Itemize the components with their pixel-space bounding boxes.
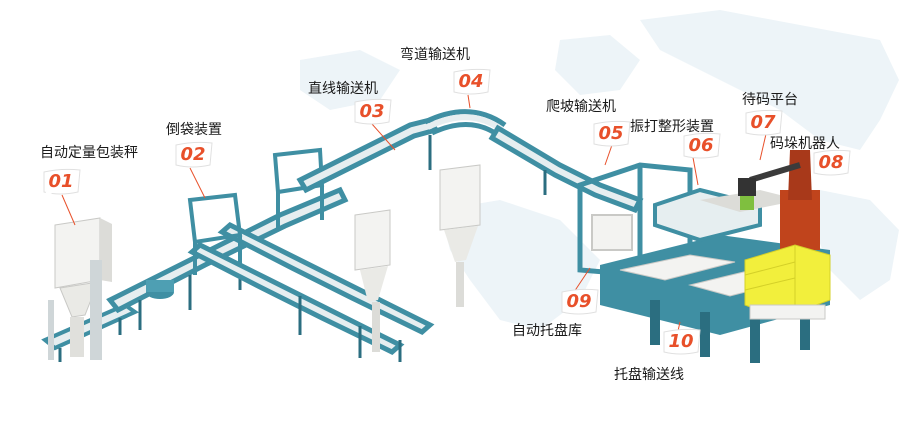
station-name: 直线输送机 [308,81,378,97]
bag-turner-frame [187,147,325,275]
number-tag: 10 [662,328,702,356]
number-tag: 02 [174,141,214,169]
climbing-conveyor [488,124,644,214]
station-number: 08 [818,152,844,173]
straight-and-curve-conveyor [296,109,507,194]
station-name: 码垛机器人 [770,136,840,152]
station-name: 自动托盘库 [512,323,582,339]
station-number: 03 [359,101,385,122]
station-number: 04 [458,71,484,92]
station-number: 01 [48,171,74,192]
station-name: 振打整形装置 [630,119,714,135]
pallet-magazine [577,162,693,278]
stacked-bags [744,244,831,320]
station-number: 07 [750,112,776,133]
belt-conveyor-main [106,186,349,330]
station-name: 倒袋装置 [166,122,222,138]
station-name: 爬坡输送机 [546,99,616,115]
number-tag: 05 [592,120,632,148]
station-name: 自动定量包装秤 [40,145,138,161]
palletizing-robot [738,150,820,250]
station-number: 05 [598,123,624,144]
station-name: 弯道输送机 [400,47,470,63]
number-tag: 08 [812,149,852,177]
number-tag: 03 [353,98,393,126]
station-name: 待码平台 [742,92,798,108]
number-tag: 07 [744,109,784,137]
station-number: 02 [180,144,206,165]
shaping-and-waiting-platform [653,187,800,243]
number-tag: 04 [452,68,492,96]
station-name: 托盘输送线 [614,367,684,383]
station-number: 06 [688,135,714,156]
packing-scale-machine [48,217,112,360]
number-tag: 09 [560,288,600,316]
station-number: 10 [668,331,694,352]
world-map-background [300,10,899,330]
station-number: 09 [566,291,592,312]
middle-bagging-machines [354,164,481,352]
number-tag: 01 [42,168,82,196]
number-tag: 06 [682,132,722,160]
